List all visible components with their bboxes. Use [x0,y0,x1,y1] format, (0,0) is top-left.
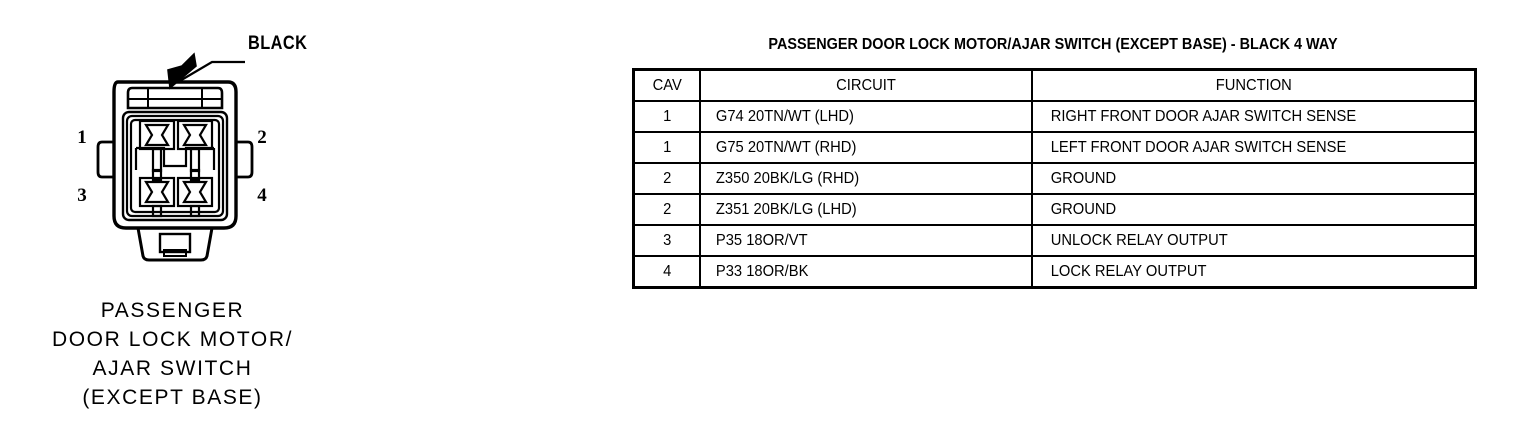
terminal-cavity-1 [138,119,176,173]
cell-function: LOCK RELAY OUTPUT [1041,255,1466,289]
pin-number-3: 3 [77,185,87,206]
table-row: 3 P35 18OR/VT UNLOCK RELAY OUTPUT [634,224,1476,257]
connector-bottom-stem [136,226,214,262]
caption-line-4: (EXCEPT BASE) [82,386,263,409]
connector-caption: PASSENGER DOOR LOCK MOTOR/ AJAR SWITCH (… [0,296,345,412]
table-row: 1 G75 20TN/WT (RHD) LEFT FRONT DOOR AJAR… [634,131,1476,164]
terminal-cavity-4 [176,168,214,218]
pin-number-1: 1 [77,127,87,148]
cell-circuit: P33 18OR/BK [706,255,1025,289]
connector-inner-frame-1 [121,110,229,222]
caption-line-3: AJAR SWITCH [92,357,253,380]
table-title: PASSENGER DOOR LOCK MOTOR/AJAR SWITCH (E… [768,36,1338,53]
connector-bottom-notch [158,232,192,254]
cell-function: UNLOCK RELAY OUTPUT [1041,224,1466,257]
cell-cav: 2 [634,162,699,195]
table-row: 2 Z351 20BK/LG (LHD) GROUND [634,193,1476,226]
cell-cav: 3 [634,224,699,257]
column-header-cav: CAV [634,68,699,102]
callout-leader-line [177,60,245,83]
pinout-table: CAV CIRCUIT FUNCTION 1 G74 20TN/WT (LHD)… [632,68,1477,289]
cell-cav: 2 [634,193,699,226]
terminal-cavity-3 [138,168,176,218]
cell-circuit: P35 18OR/VT [706,224,1025,257]
caption-line-2: DOOR LOCK MOTOR/ [51,328,294,351]
cell-cav: 4 [634,255,699,289]
connector-inner-frame-2 [125,114,225,218]
caption-line-1: PASSENGER [100,299,245,322]
table-header-row: CAV CIRCUIT FUNCTION [634,68,1476,102]
connector-side-tab-right [236,140,254,179]
table-body: 1 G74 20TN/WT (LHD) RIGHT FRONT DOOR AJA… [634,100,1476,289]
connector-outer-shell [112,80,238,230]
connector-center-bridge [136,146,214,168]
cell-function: LEFT FRONT DOOR AJAR SWITCH SENSE [1041,131,1466,164]
table-row: 4 P33 18OR/BK LOCK RELAY OUTPUT [634,255,1476,289]
cell-cav: 1 [634,100,699,133]
terminal-cavity-2 [176,119,214,173]
column-header-circuit: CIRCUIT [706,68,1025,102]
pin-number-2: 2 [257,127,267,148]
cell-circuit: G75 20TN/WT (RHD) [706,131,1025,164]
cell-function: GROUND [1041,162,1466,195]
callout-arrowhead [167,52,197,90]
cell-function: GROUND [1041,193,1466,226]
pin-number-4: 4 [257,185,267,206]
connector-illustration [96,52,254,262]
table-row: 2 Z350 20BK/LG (RHD) GROUND [634,162,1476,195]
connector-figure: BLACK 1 2 3 4 PASSENGER DOOR LOCK MOTOR/… [0,0,400,446]
callout-label-black: BLACK [248,33,308,54]
column-header-function: FUNCTION [1041,68,1466,102]
cell-function: RIGHT FRONT DOOR AJAR SWITCH SENSE [1041,100,1466,133]
cell-cav: 1 [634,131,699,164]
table-row: 1 G74 20TN/WT (LHD) RIGHT FRONT DOOR AJA… [634,100,1476,133]
cell-circuit: G74 20TN/WT (LHD) [706,100,1025,133]
cell-circuit: Z350 20BK/LG (RHD) [706,162,1025,195]
connector-top-latch [126,86,224,110]
connector-side-tab-left [96,140,114,179]
cell-circuit: Z351 20BK/LG (LHD) [706,193,1025,226]
